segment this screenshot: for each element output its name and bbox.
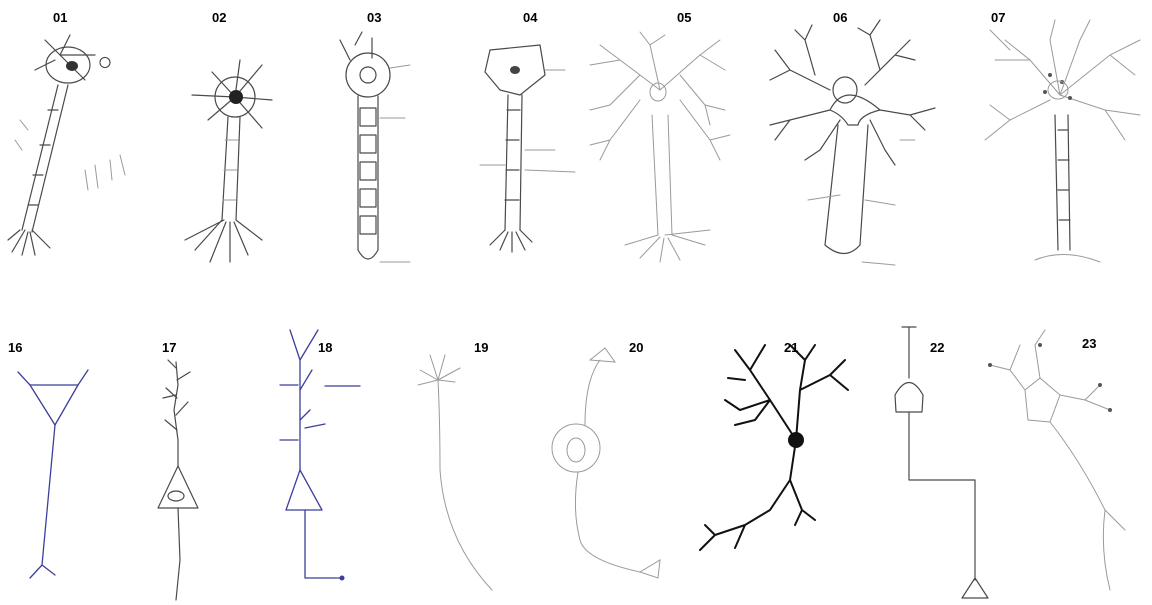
neuron-drawing-18 xyxy=(280,330,360,581)
panel-label-20: 20 xyxy=(629,340,643,355)
panel-label-05: 05 xyxy=(677,10,691,25)
neuron-drawing-17 xyxy=(158,360,198,600)
neuron-drawing-19 xyxy=(418,355,492,590)
neuron-drawing-21 xyxy=(700,345,848,550)
neuron-drawing-22 xyxy=(895,327,988,598)
panel-label-22: 22 xyxy=(930,340,944,355)
neuron-drawing-23 xyxy=(988,330,1125,590)
neuron-drawing-03 xyxy=(340,32,410,262)
neuron-drawing-16 xyxy=(18,370,88,578)
neuron-drawing-07 xyxy=(985,20,1140,262)
neuron-drawing-02 xyxy=(185,60,272,262)
panel-label-19: 19 xyxy=(474,340,488,355)
neuron-drawing-06 xyxy=(770,20,935,265)
panel-label-01: 01 xyxy=(53,10,67,25)
panel-label-06: 06 xyxy=(833,10,847,25)
panel-label-21: 21 xyxy=(784,340,798,355)
neuron-drawing-04 xyxy=(480,45,575,252)
neuron-drawing-01 xyxy=(8,35,125,255)
neuron-drawing-20 xyxy=(552,348,660,578)
panel-label-17: 17 xyxy=(162,340,176,355)
panel-label-23: 23 xyxy=(1082,336,1096,351)
panel-label-03: 03 xyxy=(367,10,381,25)
panel-label-16: 16 xyxy=(8,340,22,355)
panel-label-18: 18 xyxy=(318,340,332,355)
panel-label-02: 02 xyxy=(212,10,226,25)
neuron-drawing-05 xyxy=(590,32,730,262)
panel-label-04: 04 xyxy=(523,10,537,25)
panel-label-07: 07 xyxy=(991,10,1005,25)
